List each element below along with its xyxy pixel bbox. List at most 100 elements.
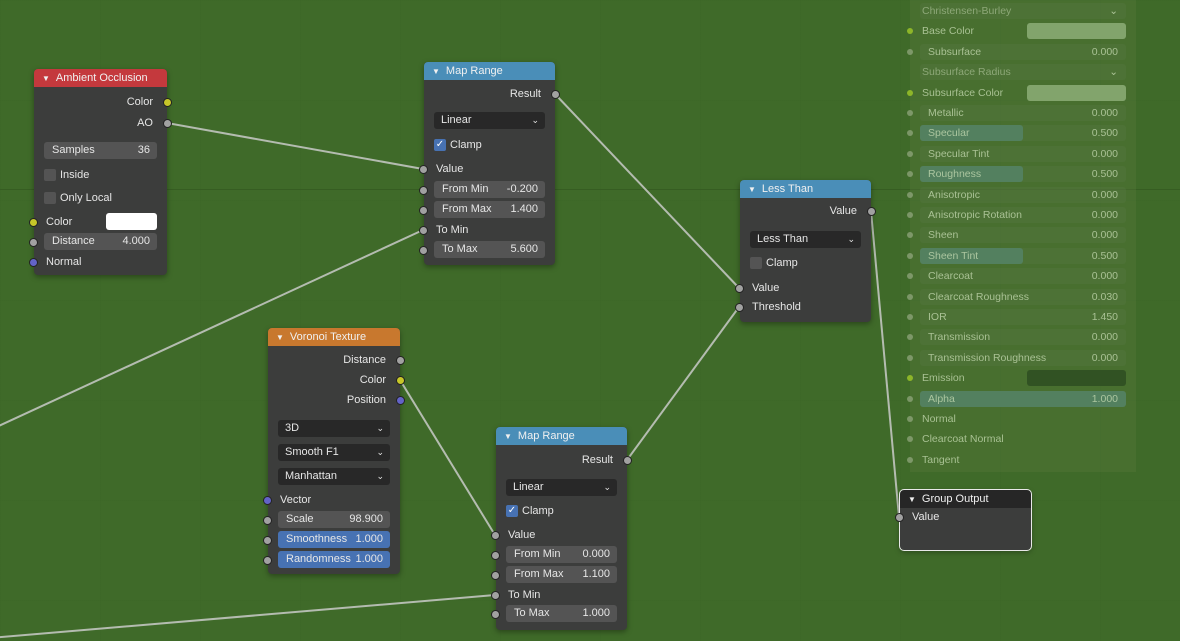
bsdf-row[interactable]: Base Color bbox=[907, 22, 1136, 40]
socket-gray-icon[interactable] bbox=[623, 456, 632, 465]
socket-gray-icon[interactable] bbox=[263, 536, 272, 545]
socket-icon[interactable] bbox=[907, 314, 913, 320]
value-field[interactable] bbox=[920, 43, 1126, 60]
value-field[interactable] bbox=[920, 186, 1126, 203]
node-header[interactable]: ▼Less Than bbox=[740, 180, 871, 198]
bsdf-row[interactable]: Subsurface Color bbox=[907, 84, 1136, 102]
collapse-triangle-icon[interactable]: ▼ bbox=[748, 185, 756, 194]
bsdf-row[interactable]: Christensen-Burley⌄ bbox=[910, 2, 1136, 20]
socket-icon[interactable] bbox=[907, 436, 913, 443]
socket-purple-icon[interactable] bbox=[396, 396, 405, 405]
collapse-triangle-icon[interactable]: ▼ bbox=[504, 432, 512, 441]
socket-icon[interactable] bbox=[907, 171, 913, 178]
socket-icon[interactable] bbox=[907, 212, 913, 218]
value-field[interactable] bbox=[920, 309, 1126, 325]
socket-gray-icon[interactable] bbox=[419, 226, 428, 235]
value-field[interactable] bbox=[920, 268, 1126, 285]
socket-icon[interactable] bbox=[907, 456, 913, 463]
socket-gray-icon[interactable] bbox=[491, 571, 500, 580]
value-field[interactable] bbox=[920, 227, 1126, 244]
checkbox[interactable]: ✓ bbox=[506, 505, 518, 517]
socket-gray-icon[interactable] bbox=[419, 186, 428, 195]
color-swatch[interactable] bbox=[1027, 84, 1126, 101]
socket-gray-icon[interactable] bbox=[867, 207, 876, 216]
collapse-triangle-icon[interactable]: ▼ bbox=[276, 333, 284, 342]
dropdown-select[interactable]: Less Than⌄ bbox=[750, 231, 861, 248]
socket-gray-icon[interactable] bbox=[491, 610, 500, 619]
node-header[interactable]: ▼Map Range bbox=[496, 427, 627, 445]
value-field[interactable] bbox=[920, 288, 1126, 305]
value-field[interactable] bbox=[920, 207, 1126, 223]
bsdf-row[interactable]: Normal bbox=[907, 410, 1136, 428]
socket-icon[interactable] bbox=[907, 110, 913, 116]
bsdf-row[interactable]: Clearcoat Normal bbox=[907, 430, 1136, 448]
node-header[interactable]: ▼Group Output bbox=[900, 490, 1031, 508]
socket-icon[interactable] bbox=[907, 416, 913, 422]
socket-icon[interactable] bbox=[907, 354, 913, 361]
value-field[interactable] bbox=[920, 329, 1126, 346]
color-swatch[interactable] bbox=[1027, 370, 1126, 387]
socket-icon[interactable] bbox=[907, 130, 913, 137]
dropdown-select[interactable] bbox=[920, 64, 1126, 81]
dropdown-select[interactable]: Linear⌄ bbox=[434, 112, 545, 129]
socket-gray-icon[interactable] bbox=[419, 246, 428, 255]
socket-yellow-icon[interactable] bbox=[29, 218, 38, 227]
socket-purple-icon[interactable] bbox=[263, 496, 272, 505]
socket-icon[interactable] bbox=[907, 48, 913, 55]
socket-gray-icon[interactable] bbox=[895, 513, 904, 522]
value-field[interactable] bbox=[920, 349, 1126, 366]
value-field[interactable]: From Min-0.200 bbox=[434, 181, 545, 198]
socket-gray-icon[interactable] bbox=[491, 591, 500, 600]
socket-icon[interactable] bbox=[907, 395, 913, 402]
socket-gray-icon[interactable] bbox=[263, 556, 272, 565]
color-swatch[interactable] bbox=[1027, 23, 1126, 40]
bsdf-row[interactable]: Subsurface Radius⌄ bbox=[910, 63, 1136, 81]
socket-yellow-icon[interactable] bbox=[163, 98, 172, 107]
socket-gray-icon[interactable] bbox=[29, 238, 38, 247]
socket-icon[interactable] bbox=[907, 252, 913, 259]
socket-gray-icon[interactable] bbox=[419, 165, 428, 174]
dropdown-select[interactable]: Smooth F1⌄ bbox=[278, 444, 390, 461]
collapse-triangle-icon[interactable]: ▼ bbox=[432, 67, 440, 76]
collapse-triangle-icon[interactable]: ▼ bbox=[42, 74, 50, 83]
node-header[interactable]: ▼Map Range bbox=[424, 62, 555, 80]
socket-icon[interactable] bbox=[907, 89, 913, 96]
socket-icon[interactable] bbox=[907, 28, 913, 35]
socket-purple-icon[interactable] bbox=[29, 258, 38, 267]
bsdf-row[interactable]: Emission bbox=[907, 369, 1136, 387]
bsdf-row[interactable]: Tangent bbox=[907, 451, 1136, 469]
dropdown-select[interactable]: Manhattan⌄ bbox=[278, 468, 390, 485]
socket-gray-icon[interactable] bbox=[735, 284, 744, 293]
socket-yellow-icon[interactable] bbox=[396, 376, 405, 385]
socket-gray-icon[interactable] bbox=[491, 551, 500, 560]
socket-icon[interactable] bbox=[907, 191, 913, 198]
socket-icon[interactable] bbox=[907, 232, 913, 239]
socket-gray-icon[interactable] bbox=[735, 303, 744, 312]
